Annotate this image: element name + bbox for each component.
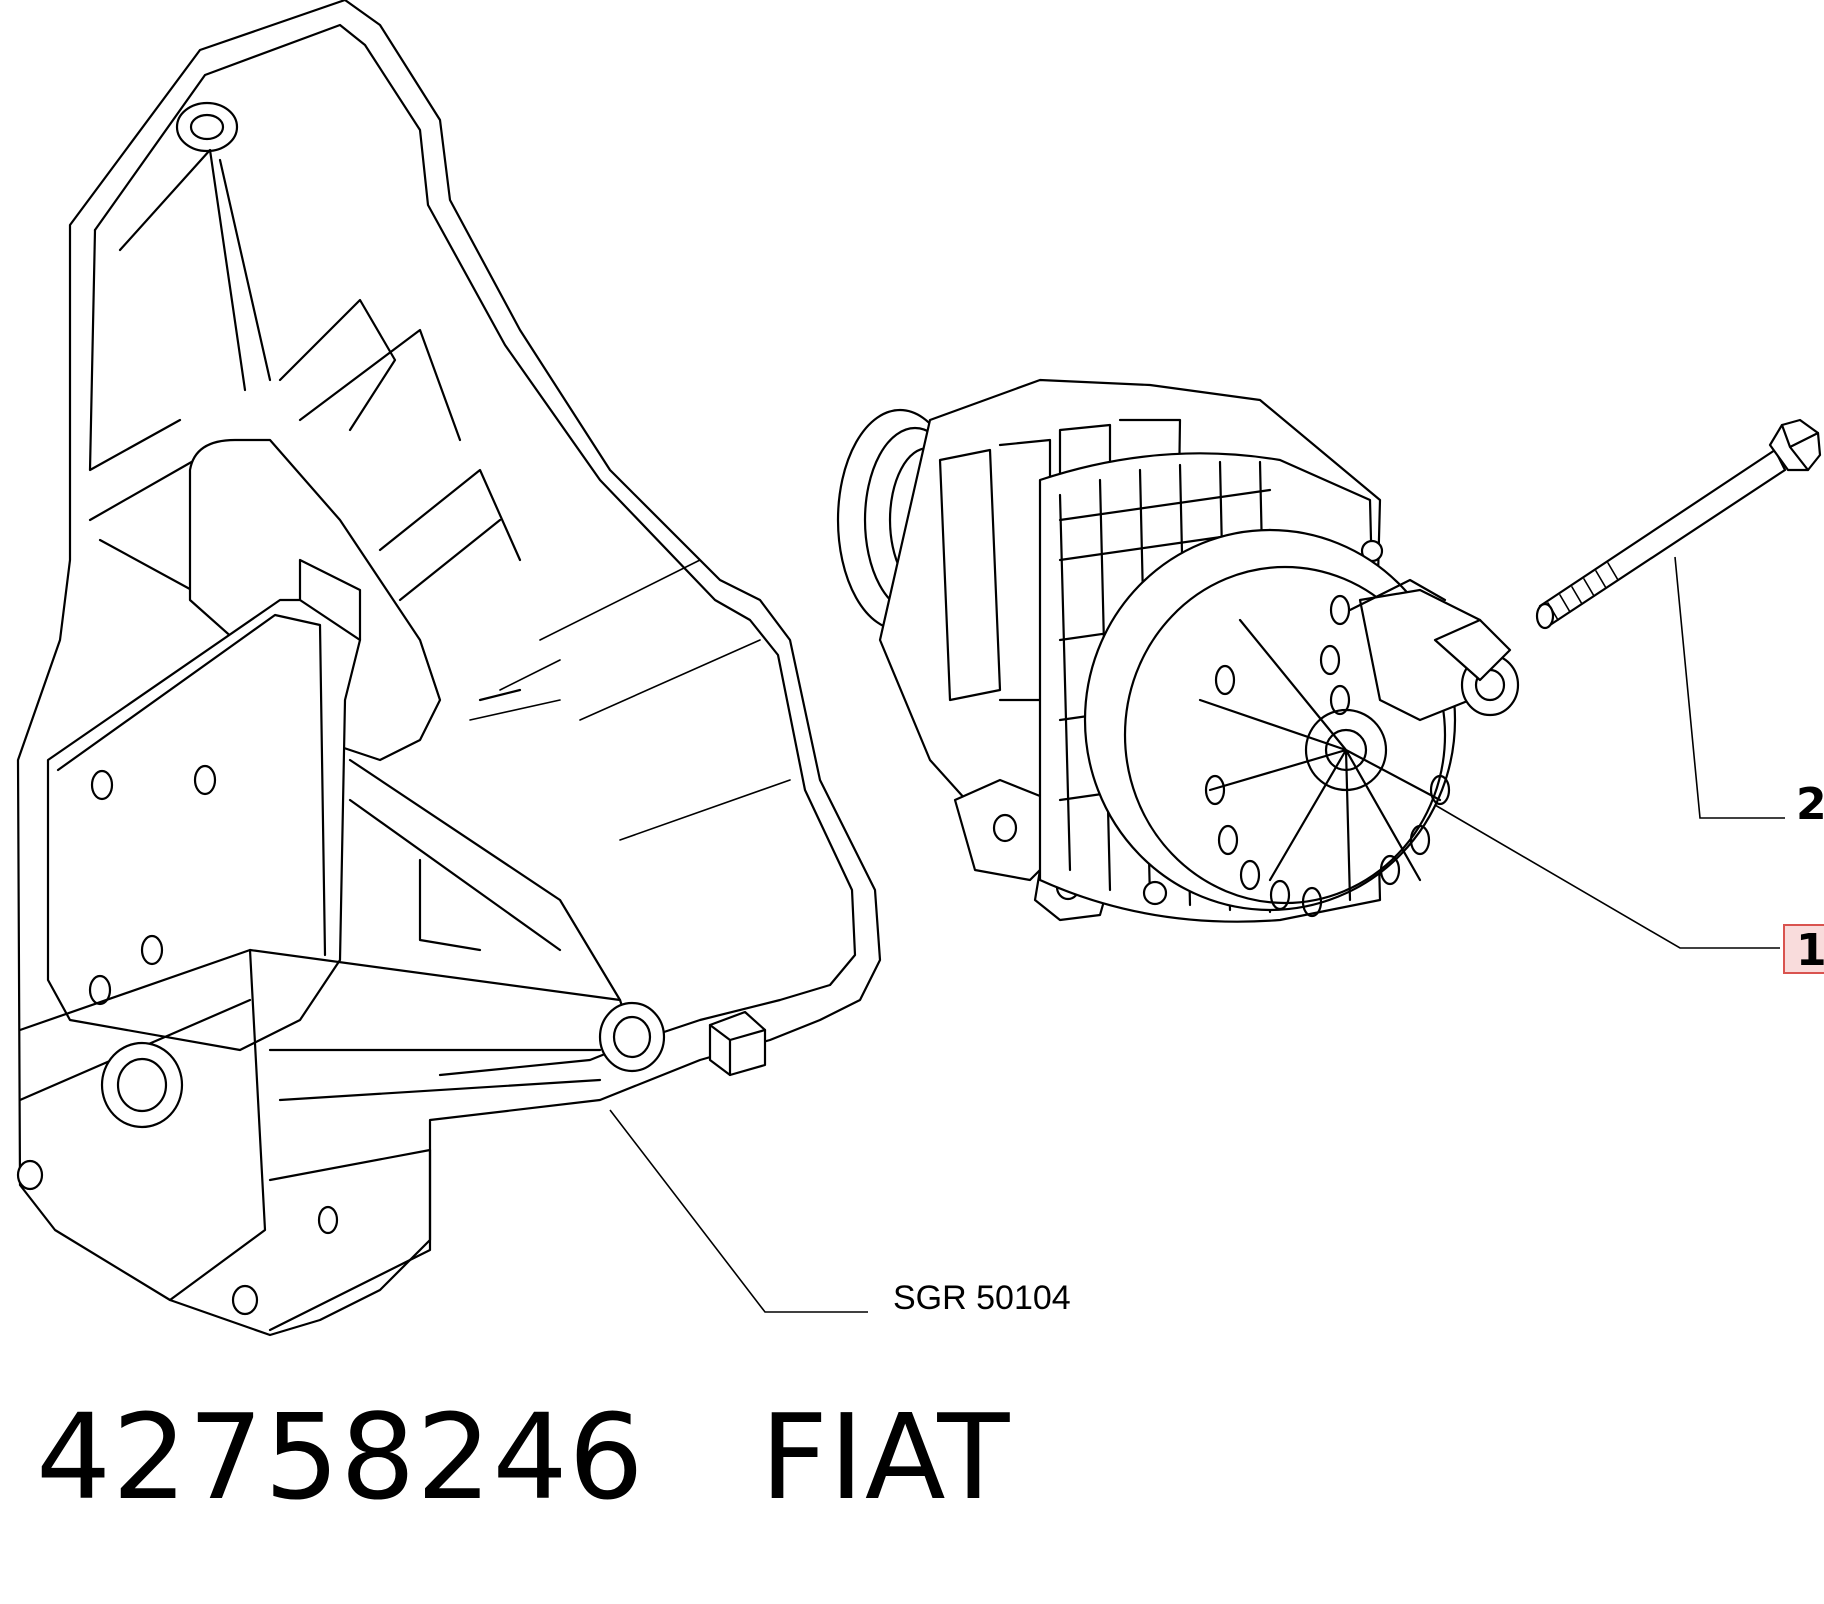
- callout-1-label: 1: [1796, 925, 1824, 976]
- leader-line-2: [1674, 556, 1785, 819]
- leader-line-1: [1434, 804, 1780, 949]
- callout-2[interactable]: 2: [1796, 779, 1824, 830]
- bolt: [1535, 418, 1822, 630]
- callout-2-label: 2: [1796, 779, 1824, 830]
- brand-name: FIAT: [760, 1388, 1011, 1526]
- reference-label: SGR 50104: [893, 1279, 1071, 1317]
- reference-callout[interactable]: SGR 50104: [893, 1279, 1071, 1317]
- alternator: [836, 378, 1520, 923]
- part-caption: 42758246 FIAT: [36, 1398, 1010, 1516]
- callout-1[interactable]: 1: [1783, 924, 1824, 976]
- leader-line-sgr: [609, 1109, 868, 1313]
- engine-bracket: [16, 0, 882, 1337]
- callout-1-highlight-box: [1783, 924, 1824, 974]
- leader-lines: [609, 556, 1785, 1313]
- part-number: 42758246: [36, 1388, 645, 1526]
